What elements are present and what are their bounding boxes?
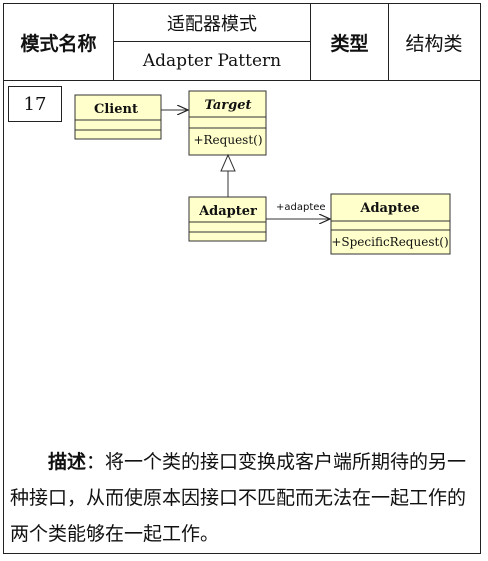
pattern-name-en: Adapter Pattern xyxy=(142,51,282,71)
type-value: 结构类 xyxy=(405,32,463,55)
target-method: +Request() xyxy=(193,133,262,147)
class-adaptee: Adaptee +SpecificRequest() xyxy=(330,193,451,255)
mode-name-label: 模式名称 xyxy=(4,4,114,80)
type-label: 类型 xyxy=(311,4,389,80)
adapter-class-name: Adapter xyxy=(198,204,257,219)
description: 描述：将一个类的接口变换成客户端所期待的另一种接口，从而使原本因接口不匹配而无法… xyxy=(10,444,470,552)
adaptee-class-name: Adaptee xyxy=(359,201,419,216)
adapter-target-generalization xyxy=(220,153,236,197)
client-class-name: Client xyxy=(94,102,138,117)
description-colon: ： xyxy=(86,451,106,473)
target-class-name: Target xyxy=(204,98,251,113)
adaptee-method: +SpecificRequest() xyxy=(331,235,448,249)
description-label: 描述 xyxy=(48,451,87,473)
header-table: 模式名称 适配器模式 Adapter Pattern 类型 结构类 xyxy=(4,4,480,81)
class-client: Client xyxy=(74,94,162,140)
pattern-name-cell: 适配器模式 Adapter Pattern xyxy=(114,4,311,80)
description-text: 将一个类的接口变换成客户端所期待的另一种接口，从而使原本因接口不匹配而无法在一起… xyxy=(10,451,467,545)
class-adapter: Adapter xyxy=(188,196,267,242)
association-label: +adaptee xyxy=(276,202,326,213)
pattern-name-cn: 适配器模式 xyxy=(114,4,310,42)
pattern-number: 17 xyxy=(8,86,62,122)
class-target: Target +Request() xyxy=(188,90,267,156)
